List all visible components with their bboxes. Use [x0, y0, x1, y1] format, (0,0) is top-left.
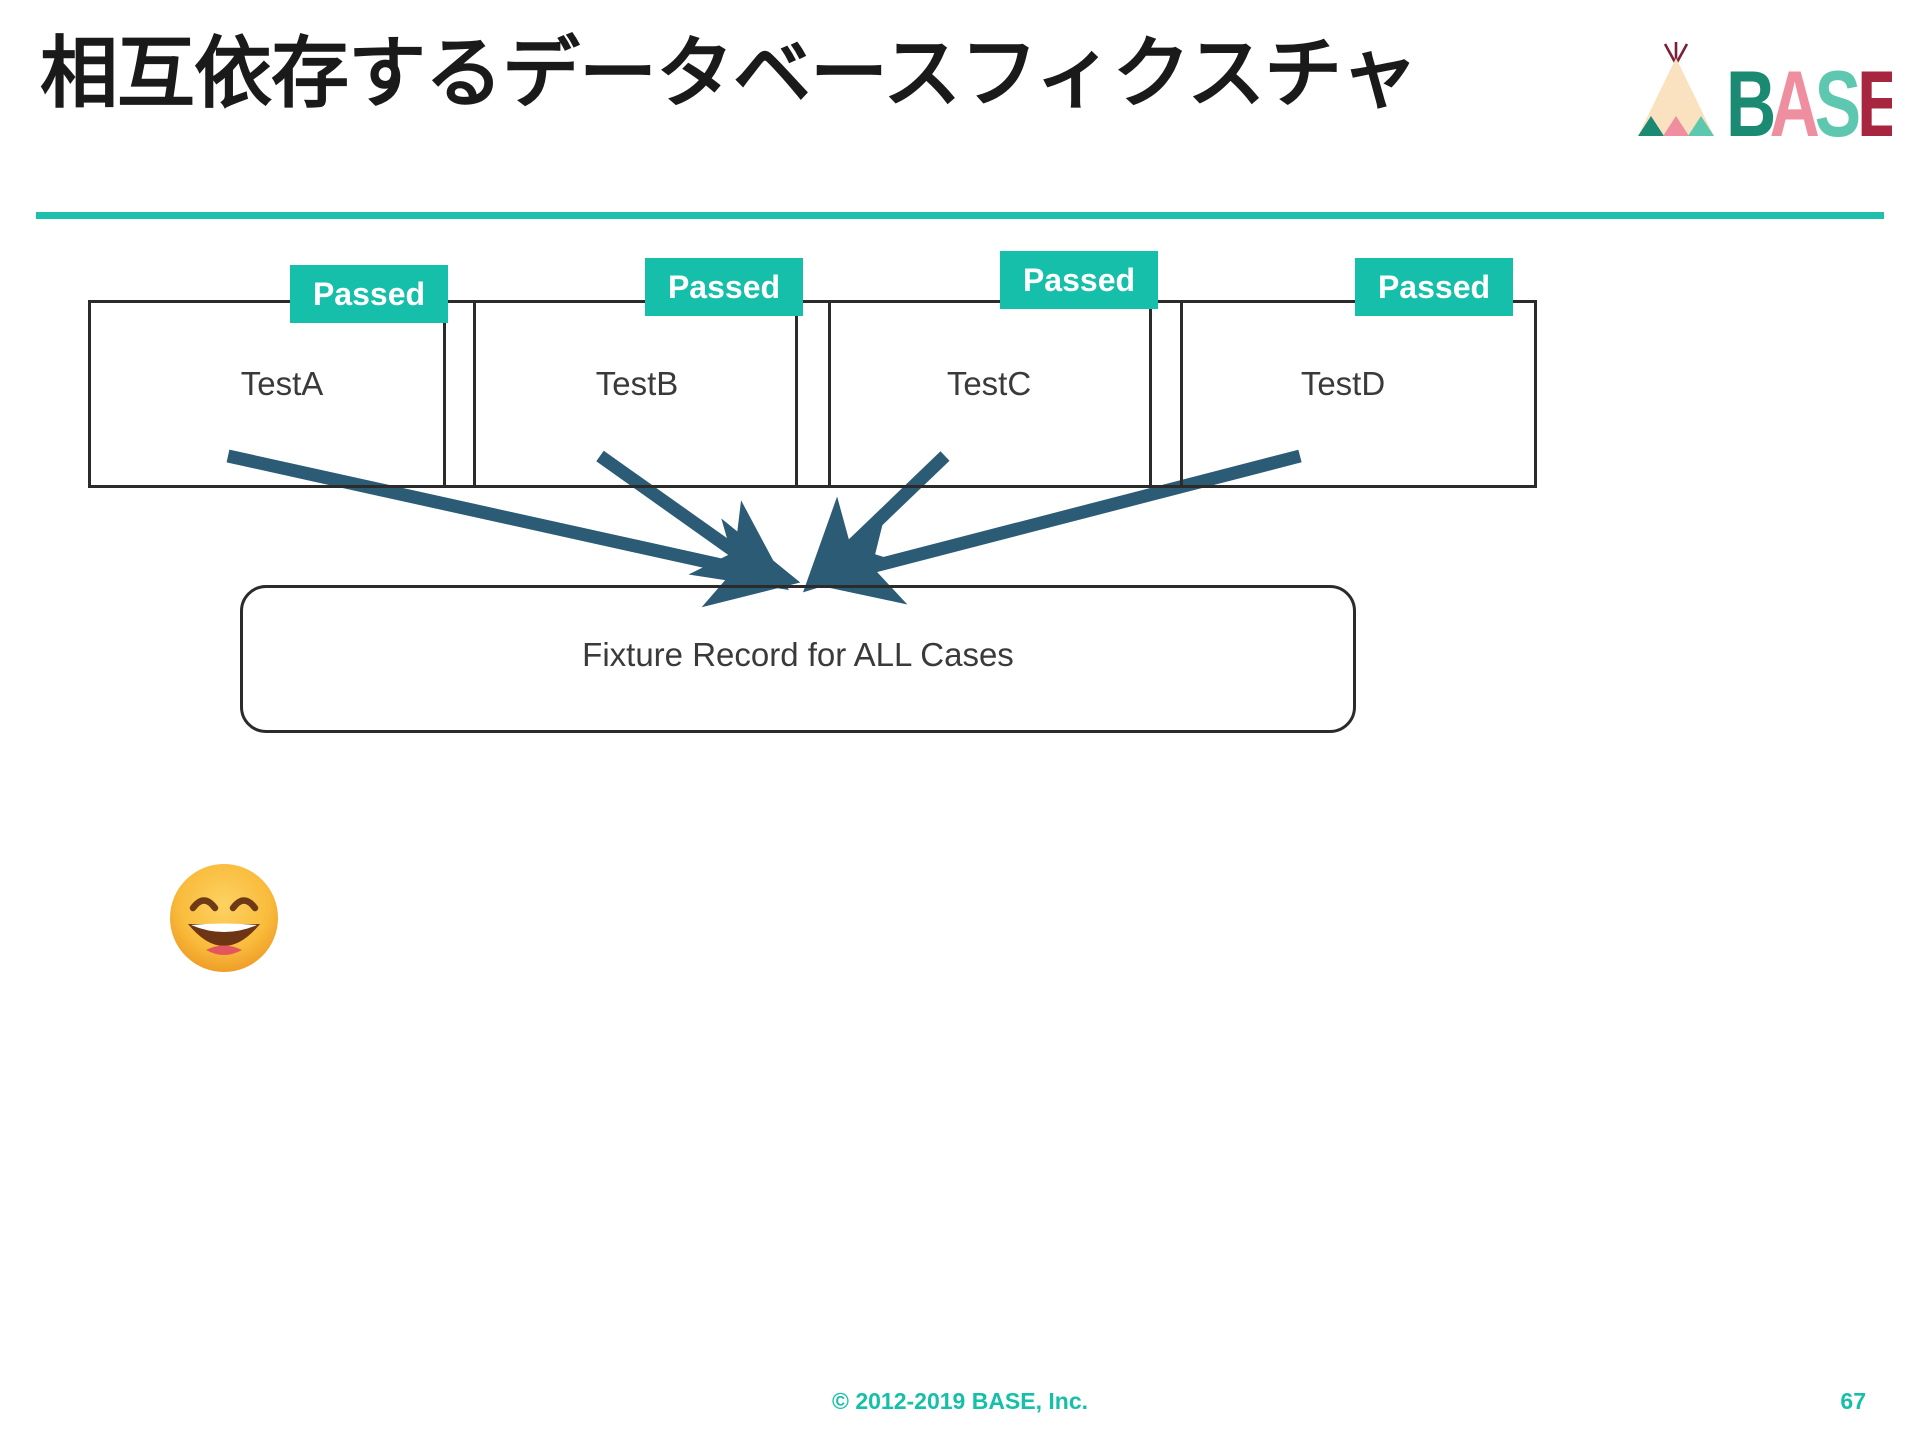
- svg-text:B: B: [1726, 51, 1776, 142]
- tent-foot-left-icon: [1638, 116, 1664, 136]
- status-badge-testa: Passed: [290, 265, 448, 323]
- svg-text:E: E: [1857, 51, 1892, 142]
- grinning-face-emoji-svg: [170, 864, 278, 972]
- slide-footer: © 2012-2019 BASE, Inc. 67: [0, 1370, 1920, 1440]
- page-number: 67: [1840, 1388, 1866, 1414]
- test-label-testa: TestA: [240, 365, 324, 402]
- status-badge-testc: Passed: [1000, 251, 1158, 309]
- base-logo-svg: B A S E: [1638, 42, 1892, 142]
- tent-foot-middle-icon: [1663, 116, 1689, 136]
- test-box-testb: TestB: [443, 300, 831, 488]
- diagram-canvas: TestA TestB TestC TestD Passed Passed Pa…: [0, 218, 1920, 1218]
- svg-text:A: A: [1770, 51, 1820, 142]
- grinning-face-emoji: [168, 862, 280, 974]
- test-box-testa: TestA: [88, 300, 476, 488]
- status-badge-testb: Passed: [645, 258, 803, 316]
- base-wordmark: B A S E: [1726, 51, 1892, 142]
- test-label-testc: TestC: [946, 365, 1032, 402]
- svg-text:S: S: [1815, 51, 1861, 142]
- tent-foot-right-icon: [1688, 116, 1714, 136]
- fixture-record-label: Fixture Record for ALL Cases: [582, 636, 1014, 673]
- copyright-text: © 2012-2019 BASE, Inc.: [831, 1388, 1089, 1414]
- status-badge-testd: Passed: [1355, 258, 1513, 316]
- test-box-testc: TestC: [795, 300, 1183, 488]
- base-logo: B A S E: [1632, 36, 1892, 142]
- test-box-testd: TestD: [1149, 300, 1537, 488]
- test-label-testd: TestD: [1300, 365, 1386, 402]
- tent-body-icon: [1638, 58, 1714, 136]
- page-title: 相互依存するデータベースフィクスチャ: [40, 29, 1418, 117]
- test-label-testb: TestB: [595, 365, 679, 402]
- fixture-record-box: Fixture Record for ALL Cases: [240, 585, 1356, 733]
- title-divider: [36, 212, 1884, 219]
- slide-header: 相互依存するデータベースフィクスチャ B A S E: [0, 0, 1920, 219]
